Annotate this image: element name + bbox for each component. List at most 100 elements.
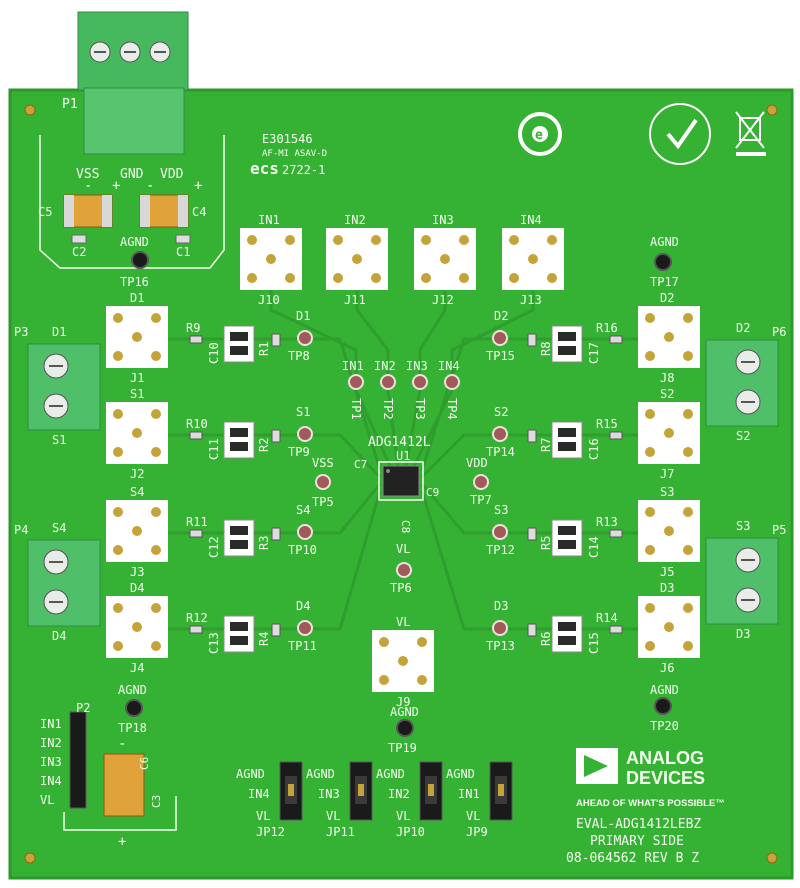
c9-label: C9 [426,486,439,499]
right-channel-label: D2 [660,291,674,305]
right-testpoint-tp12[interactable] [492,524,508,540]
left-testpoint-tp8[interactable] [297,330,313,346]
left-testpoint-tp9[interactable] [297,426,313,442]
jumper-top-label: AGND [446,767,475,781]
mount-hole [766,104,778,116]
left-tp-signal-label: D4 [296,599,310,613]
left-cap-label: C11 [207,438,221,460]
jumper-ref: JP9 [466,825,488,839]
terminal-bottom-label: D4 [52,629,66,643]
right-tp-signal-label: S2 [494,405,508,419]
terminal-ref: P5 [772,523,786,537]
agnd-testpoint-tp19[interactable] [396,719,414,737]
jumper-jp12[interactable] [279,761,303,821]
input-testpoint-tp2[interactable] [380,374,396,390]
right-channel-label: S2 [660,387,674,401]
terminal-ref: P3 [14,325,28,339]
ecs-code: 2722-1 [282,163,325,177]
right-cap-label: C17 [587,342,601,364]
board-name: EVAL-ADG1412LEBZ [576,817,701,832]
left-testpoint-tp11[interactable] [297,620,313,636]
input-tp-ref: TP3 [413,398,427,420]
agnd-testpoint-tp18[interactable] [125,699,143,717]
cap-c1-label: C1 [176,245,190,259]
left-cap-label: C12 [207,536,221,558]
agnd-label: AGND [390,705,419,719]
part-code: E301546 [262,132,313,146]
right-resistor2-label: R8 [539,342,553,356]
right-testpoint-tp14[interactable] [492,426,508,442]
agnd-label: AGND [120,235,149,249]
agnd-testpoint-tp16[interactable] [131,251,149,269]
plus-sign: + [112,178,120,194]
jumper-top-label: AGND [376,767,405,781]
agnd-tp-ref: TP20 [650,719,679,733]
right-tp-ref: TP15 [486,349,515,363]
right-jack-d3 [638,596,700,658]
cap-c6-label: C6 [138,757,151,770]
jumper-jp11[interactable] [349,761,373,821]
right-esd-cap [551,615,583,653]
input-label: IN4 [520,213,542,227]
input-testpoint-tp1[interactable] [348,374,364,390]
tp7-label: TP7 [470,493,492,507]
c8-label: C8 [399,520,412,533]
tp7-testpoint[interactable] [473,474,489,490]
minus-sign: - [146,178,154,194]
plus-sign: + [194,178,202,194]
left-resistor [189,529,203,538]
input-testpoint-tp4[interactable] [444,374,460,390]
input-jack-in4 [502,228,564,290]
left-resistor2-label: R2 [257,438,271,452]
right-testpoint-tp13[interactable] [492,620,508,636]
input-jack-ref: J10 [258,293,280,307]
left-jack-ref: J1 [130,371,144,385]
tp6-testpoint[interactable] [396,562,412,578]
p1-ref: P1 [62,97,78,112]
jumper-bot-label: VL [256,809,270,823]
left-esd-cap [223,615,255,653]
left-tp-ref: TP9 [288,445,310,459]
left-tp-ref: TP8 [288,349,310,363]
right-jack-ref: J7 [660,467,674,481]
right-resistor-2 [527,333,537,347]
screw-terminal-p3 [27,343,101,431]
terminal-ref: P4 [14,523,28,537]
right-resistor [609,529,623,538]
left-testpoint-tp10[interactable] [297,524,313,540]
tp6-label: TP6 [390,581,412,595]
cap-c6-body [103,753,145,817]
agnd-testpoint-tp17[interactable] [654,253,672,271]
right-testpoint-tp15[interactable] [492,330,508,346]
right-tp-ref: TP14 [486,445,515,459]
agnd-testpoint-tp20[interactable] [654,697,672,715]
tagline: AHEAD OF WHAT'S POSSIBLE™ [576,798,725,809]
tp5-label: TP5 [312,495,334,509]
weee-bin-icon [735,111,766,156]
jumper-jp9[interactable] [489,761,513,821]
tp5-testpoint[interactable] [315,474,331,490]
right-resistor-2 [527,527,537,541]
jumper-jp10[interactable] [419,761,443,821]
jumper-top-label: AGND [306,767,335,781]
input-jack-in3 [414,228,476,290]
header-pin-label: IN3 [40,755,62,769]
vss-center-label: VSS [312,456,334,470]
mount-hole [24,104,36,116]
terminal-ref: P6 [772,325,786,339]
ic-ref: U1 [396,449,410,463]
left-esd-cap [223,325,255,363]
left-jack-ref: J3 [130,565,144,579]
left-channel-label: S1 [130,387,144,401]
input-tp-label: IN2 [374,359,396,373]
vl-jack-ref: J9 [396,695,410,709]
left-resistor [189,335,203,344]
left-resistor-label: R10 [186,417,208,431]
terminal-bottom-label: S2 [736,429,750,443]
right-tp-ref: TP13 [486,639,515,653]
right-jack-ref: J8 [660,371,674,385]
input-testpoint-tp3[interactable] [412,374,428,390]
ic-label: ADG1412L [368,435,431,450]
header-p2[interactable] [69,711,87,809]
